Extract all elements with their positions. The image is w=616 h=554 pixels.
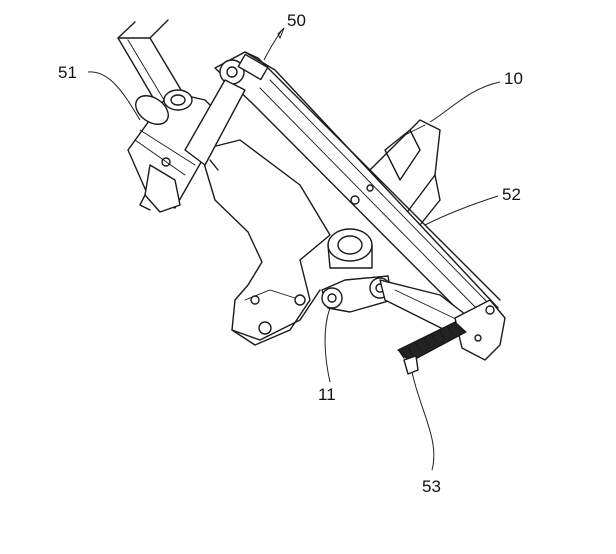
label-50: 50 (287, 11, 306, 30)
label-52: 52 (502, 185, 521, 204)
label-53: 53 (422, 477, 441, 496)
label-10: 10 (504, 69, 523, 88)
lever-arm (214, 51, 501, 323)
leader-lines (87, 27, 501, 471)
leader-50-arrow (277, 27, 285, 40)
label-11: 11 (318, 385, 336, 404)
leader-50 (263, 29, 283, 61)
footrest-pedal (397, 299, 506, 375)
link-members (321, 275, 471, 336)
leader-51 (87, 71, 141, 121)
label-51: 51 (58, 63, 77, 82)
leader-52 (424, 195, 499, 226)
leader-53 (411, 371, 435, 471)
leader-11 (324, 307, 331, 383)
leader-10 (429, 81, 501, 123)
actuator-motor (127, 79, 246, 213)
frame-bracket (117, 19, 441, 346)
